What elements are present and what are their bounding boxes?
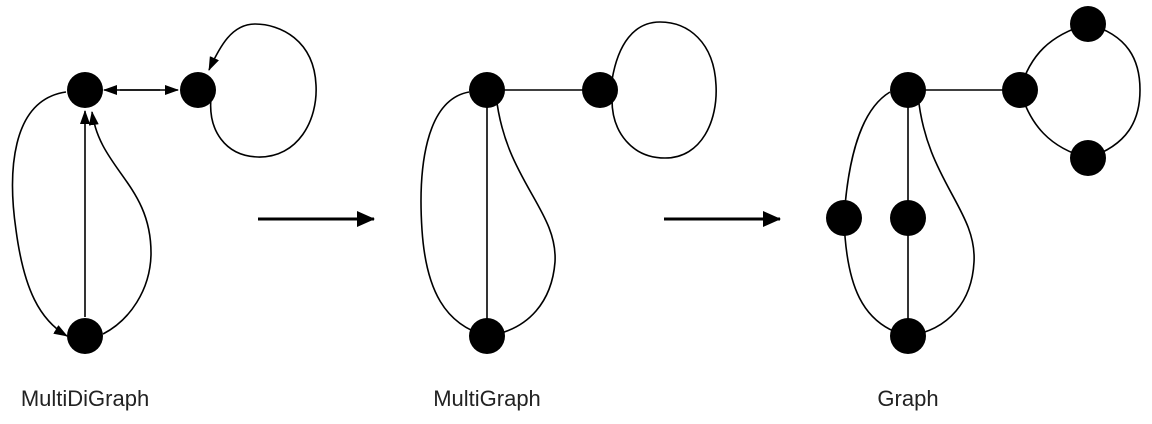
multigraph-self-loop xyxy=(611,21,717,159)
multidigraph-node-bottom xyxy=(67,318,103,354)
multidigraph-node-top xyxy=(67,72,103,108)
caption-graph: Graph xyxy=(877,386,939,411)
multidigraph-edge-bottom-to-top-curve xyxy=(88,111,152,335)
multigraph-node-right xyxy=(582,72,618,108)
graph-node-left-mid xyxy=(826,200,862,236)
graph-panel xyxy=(826,6,1141,354)
multidigraph-self-loop xyxy=(208,23,317,158)
graph-node-center-mid xyxy=(890,200,926,236)
multigraph-edge-left-curve xyxy=(420,91,488,337)
multidigraph-node-right xyxy=(180,72,216,108)
graph-node-upper-right xyxy=(1070,6,1106,42)
graph-node-lower-right xyxy=(1070,140,1106,176)
multigraph-panel xyxy=(420,21,717,354)
multigraph-node-bottom xyxy=(469,318,505,354)
multidigraph-panel xyxy=(11,23,317,354)
graph-node-right xyxy=(1002,72,1038,108)
graph-edge-upper-to-lower xyxy=(1087,23,1141,159)
multigraph-node-top xyxy=(469,72,505,108)
graph-edge-left-mid-to-bottom xyxy=(843,217,909,337)
caption-multidigraph: MultiDiGraph xyxy=(20,386,150,411)
multigraph-edge-right-curve xyxy=(486,94,556,337)
multidigraph-edge-top-to-bottom-curve xyxy=(11,91,68,337)
graph-node-top xyxy=(890,72,926,108)
graph-edge-top-to-left-mid xyxy=(843,91,891,219)
caption-multigraph: MultiGraph xyxy=(433,386,541,411)
graph-node-bottom xyxy=(890,318,926,354)
graph-edge-right-curve xyxy=(907,94,975,337)
